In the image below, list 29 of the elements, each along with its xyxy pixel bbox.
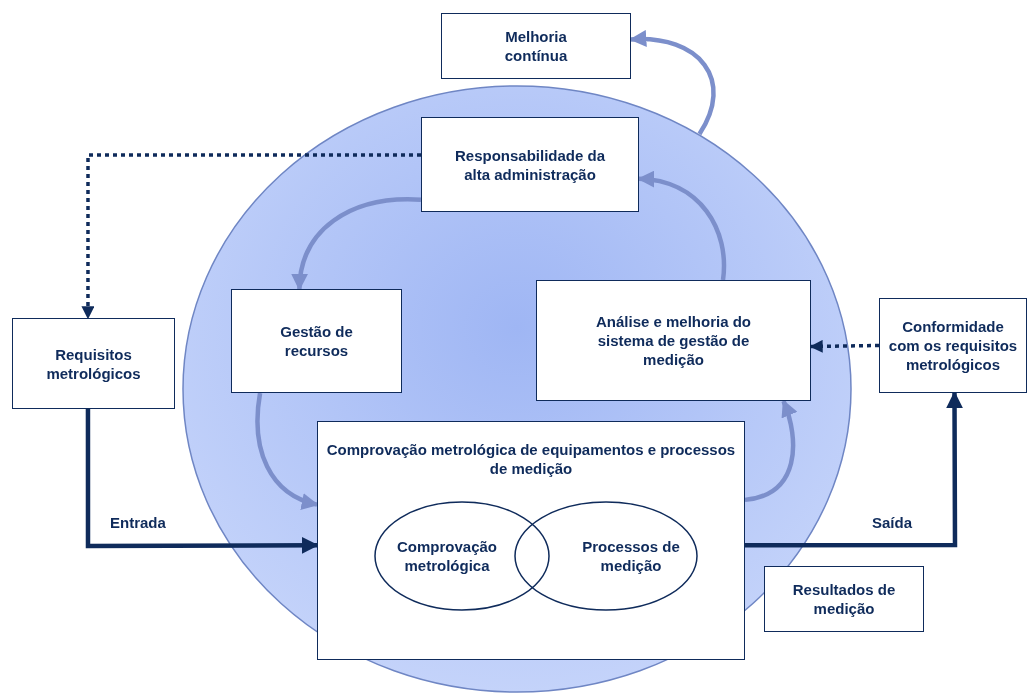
process-box bbox=[12, 318, 175, 409]
curved-arrow bbox=[292, 197, 422, 291]
curved-arrow bbox=[255, 392, 319, 509]
curved-arrow bbox=[629, 30, 716, 136]
process-box bbox=[421, 117, 639, 212]
process-box bbox=[879, 298, 1027, 393]
box-label: Gestão de recursos bbox=[279, 322, 354, 360]
process-box bbox=[441, 13, 631, 79]
dotted-arrow bbox=[809, 339, 880, 353]
process-box bbox=[764, 566, 924, 632]
process-box bbox=[536, 280, 811, 401]
edge-label: Saída bbox=[870, 514, 915, 531]
flow-arrow bbox=[85, 409, 319, 554]
process-box bbox=[317, 421, 745, 660]
box-label: Requisitos metrológicos bbox=[45, 344, 142, 383]
process-box bbox=[231, 289, 402, 393]
box-label: Melhoria contínua bbox=[503, 27, 569, 65]
box-label: Responsabilidade da alta administração bbox=[453, 145, 606, 184]
edge-label: Entrada bbox=[108, 514, 168, 531]
curved-arrow bbox=[744, 399, 797, 503]
dotted-arrow bbox=[81, 153, 421, 320]
box-label: Comprovação metrológica bbox=[396, 537, 498, 575]
curved-arrow bbox=[637, 171, 727, 281]
box-label: Conformidade com os requisitos metrológicos bbox=[888, 317, 1018, 374]
flow-arrow bbox=[745, 391, 964, 548]
box-label: Processos de medição bbox=[581, 537, 681, 575]
box-label: Resultados de medição bbox=[791, 580, 897, 618]
box-label: Comprovação metrológica de equipamentos e processos de medição bbox=[325, 440, 737, 478]
box-label: Análise e melhoria do sistema de gestão de medição bbox=[594, 312, 752, 369]
